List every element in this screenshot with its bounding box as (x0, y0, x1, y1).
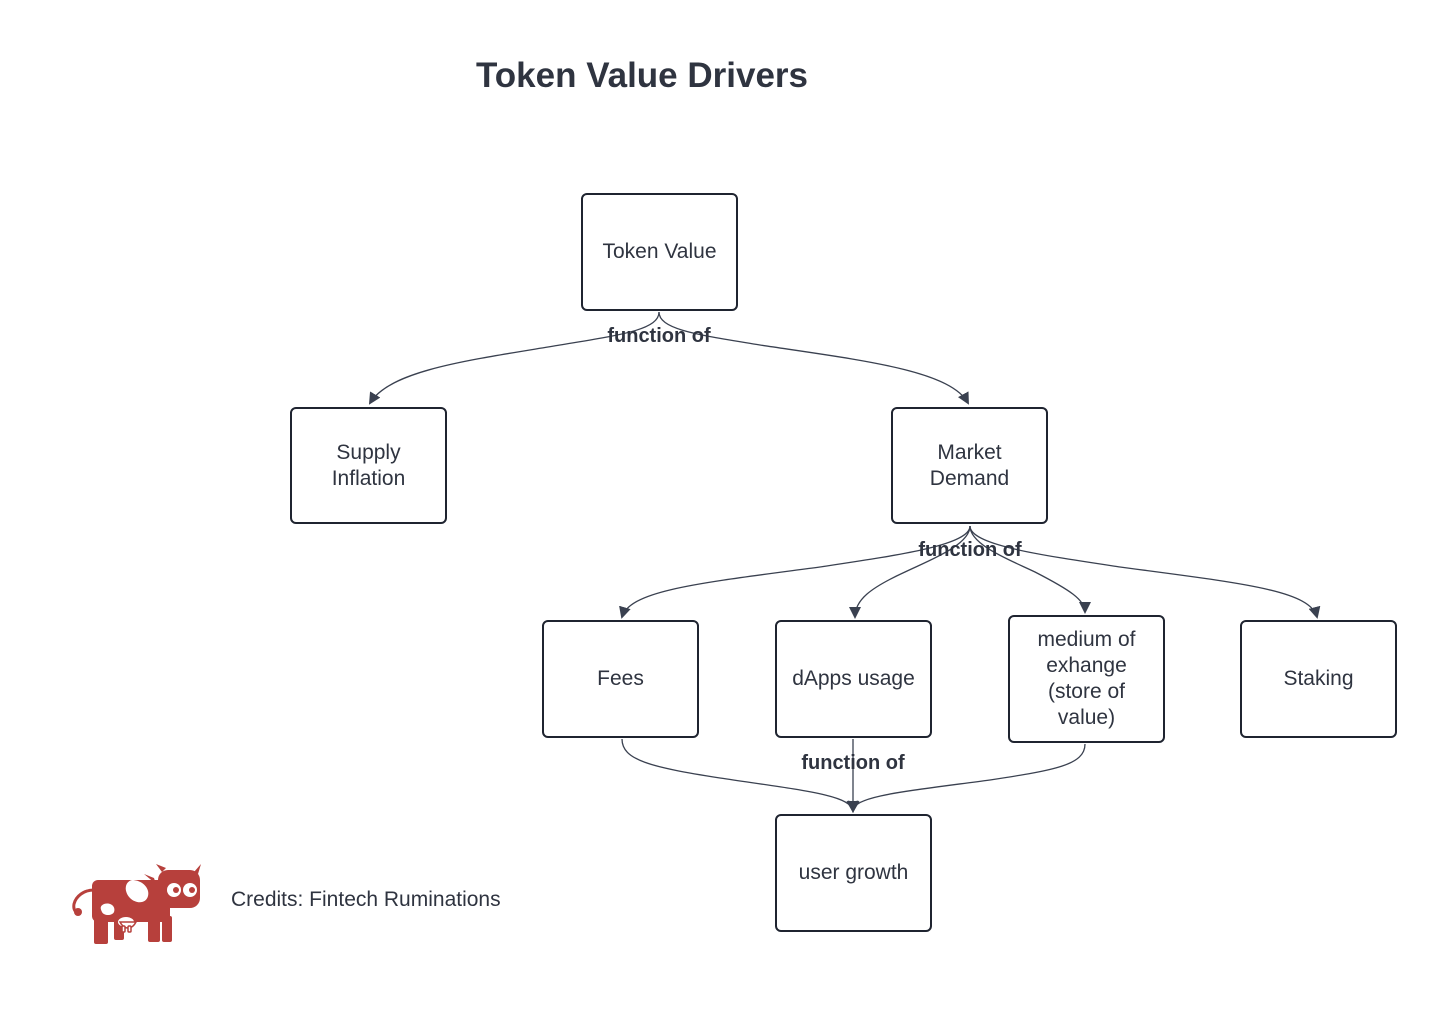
node-fees: Fees (542, 620, 699, 738)
node-medium-of-exchange: medium of exhange (store of value) (1008, 615, 1165, 743)
node-user-growth: user growth (775, 814, 932, 932)
edge-market-demand-to-medium-of-exchange (969, 525, 1091, 614)
cow-icon (72, 864, 201, 944)
node-token-value: Token Value (581, 193, 738, 311)
node-staking: Staking (1240, 620, 1397, 738)
credits-text: Credits: Fintech Ruminations (231, 888, 501, 911)
diagram-title: Token Value Drivers (476, 56, 809, 95)
edge-market-demand-to-staking (969, 525, 1321, 619)
edge-fees-to-user-growth (621, 738, 859, 813)
edge-market-demand-to-dapps-usage (849, 525, 971, 619)
edge-label-user-growth: function of (801, 752, 905, 774)
edge-label-market-demand: function of (918, 539, 1022, 561)
edge-token-value-to-market-demand (658, 311, 969, 405)
edge-medium-of-exchange-to-user-growth (847, 743, 1086, 813)
edge-market-demand-to-fees (619, 525, 971, 619)
node-market-demand: Market Demand (891, 407, 1048, 524)
edge-label-token-value: function of (607, 325, 711, 347)
edge-token-value-to-supply-inflation (368, 311, 660, 405)
node-dapps-usage: dApps usage (775, 620, 932, 738)
node-supply-inflation: Supply Inflation (290, 407, 447, 524)
